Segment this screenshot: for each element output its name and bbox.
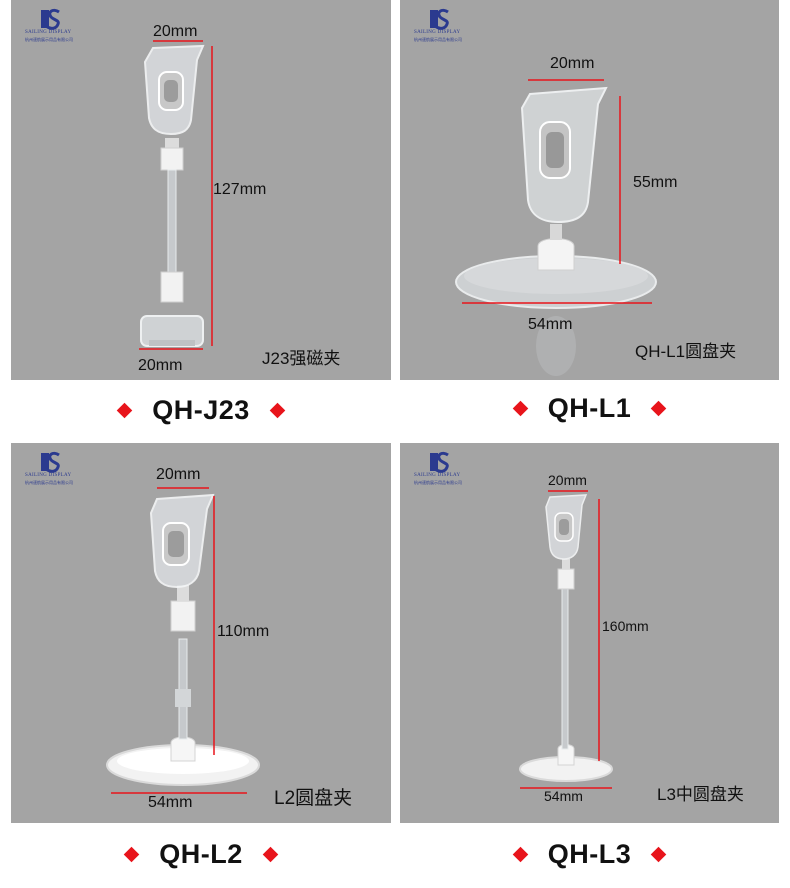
- product-panel-l3: SAILING DISPLAY 杭州速航展示用品有限公司 20mm 160mm …: [400, 443, 779, 823]
- brand-name: SAILING DISPLAY: [414, 473, 461, 478]
- diamond-bullet-icon: [262, 846, 279, 862]
- product-panel-j23: SAILING DISPLAY 杭州速航展示用品有限公司 20mm 127mm …: [11, 0, 391, 380]
- diamond-bullet-icon: [650, 846, 667, 862]
- diamond-bullet-icon: [116, 402, 133, 418]
- diamond-bullet-icon: [123, 846, 140, 862]
- model-name: QH-L2: [159, 838, 243, 869]
- brand-subtitle: 杭州速航展示用品有限公司: [25, 480, 73, 485]
- diamond-bullet-icon: [512, 400, 529, 416]
- diamond-bullet-icon: [650, 400, 667, 416]
- product-caption: QH-L1圆盘夹: [635, 342, 737, 361]
- product-caption: J23强磁夹: [262, 349, 341, 368]
- diamond-bullet-icon: [269, 402, 286, 418]
- dim-base-width: 54mm: [544, 788, 583, 804]
- model-name: QH-L1: [547, 392, 632, 423]
- dim-height: 160mm: [602, 618, 649, 634]
- brand-logo-icon: [430, 451, 449, 473]
- product-panel-l2: SAILING DISPLAY 杭州速航展示用品有限公司 20mm 110mm …: [11, 443, 391, 823]
- model-name: QH-J23: [152, 394, 250, 425]
- brand-logo-icon: [41, 8, 60, 30]
- dim-top-width: 20mm: [548, 472, 587, 488]
- model-label-row-l3: QH-L3: [400, 834, 779, 874]
- brand-logo: SAILING DISPLAY 杭州速航展示用品有限公司: [414, 6, 494, 42]
- brand-name: SAILING DISPLAY: [25, 473, 72, 478]
- model-name: QH-L3: [547, 838, 632, 869]
- brand-subtitle: 杭州速航展示用品有限公司: [414, 37, 462, 42]
- diamond-bullet-icon: [512, 846, 529, 862]
- dim-base-width: 54mm: [528, 316, 573, 333]
- dim-base-width: 54mm: [148, 794, 193, 811]
- brand-subtitle: 杭州速航展示用品有限公司: [414, 480, 462, 485]
- dim-top-width: 20mm: [550, 55, 595, 72]
- clip-disc-base-icon: [455, 79, 657, 376]
- product-panel-l1: SAILING DISPLAY 杭州速航展示用品有限公司 20mm 55mm 5…: [400, 0, 779, 380]
- brand-name: SAILING DISPLAY: [25, 30, 72, 35]
- dim-height: 127mm: [213, 181, 267, 198]
- dim-height: 110mm: [217, 623, 270, 640]
- brand-logo: SAILING DISPLAY 杭州速航展示用品有限公司: [25, 449, 105, 485]
- product-caption: L2圆盘夹: [274, 788, 353, 809]
- brand-logo: SAILING DISPLAY 杭州速航展示用品有限公司: [25, 6, 105, 42]
- model-label-row-l1: QH-L1: [400, 388, 779, 428]
- dim-top-width: 20mm: [156, 466, 201, 483]
- brand-logo-icon: [41, 451, 60, 473]
- clip-tall-disc-stand-icon: [519, 490, 613, 789]
- dim-top-width: 20mm: [153, 23, 198, 40]
- dim-height: 55mm: [633, 174, 678, 191]
- product-caption: L3中圆盘夹: [657, 785, 744, 804]
- model-label-row-l2: QH-L2: [11, 834, 391, 874]
- brand-logo-icon: [430, 8, 449, 30]
- brand-name: SAILING DISPLAY: [414, 30, 461, 35]
- dim-base-width: 20mm: [138, 357, 183, 374]
- clip-disc-stand-icon: [106, 487, 260, 794]
- brand-subtitle: 杭州速航展示用品有限公司: [25, 37, 73, 42]
- model-label-row-j23: QH-J23: [11, 390, 391, 430]
- brand-logo: SAILING DISPLAY 杭州速航展示用品有限公司: [414, 449, 494, 485]
- clip-magnetic-stand-icon: [139, 40, 213, 350]
